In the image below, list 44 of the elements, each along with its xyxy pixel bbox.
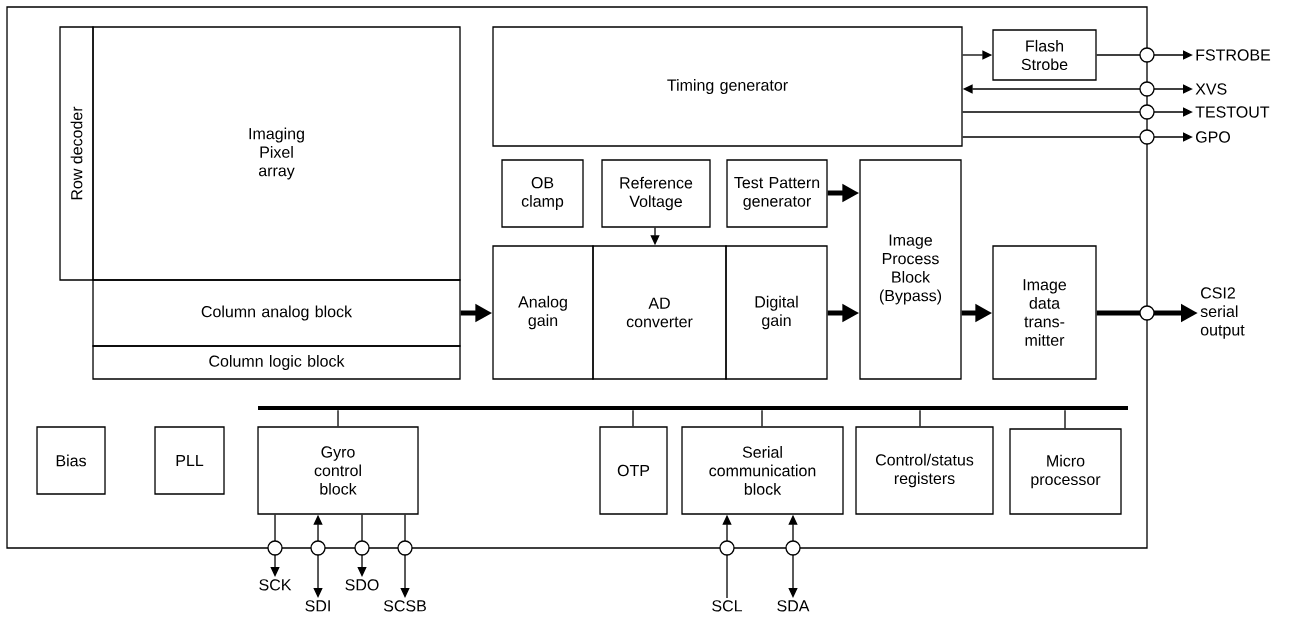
arrow	[357, 514, 367, 577]
function-block: Image data trans-mitter	[992, 245, 1097, 380]
pin-label: GPO	[1196, 131, 1230, 143]
arrow	[1096, 50, 1193, 60]
function-block: Flash Strobe	[992, 29, 1097, 81]
arrow	[962, 132, 1193, 142]
function-block: Reference Voltage	[601, 159, 711, 228]
arrow	[400, 514, 410, 598]
pin-label: TESTOUT	[1195, 106, 1270, 118]
function-block: Row decoder	[59, 26, 94, 281]
pin-label: SCSB	[383, 600, 426, 612]
pin-label: FSTROBE	[1196, 49, 1271, 61]
function-block: AD converter	[592, 245, 727, 380]
pin-label: SDI	[305, 600, 330, 612]
function-block: Digital gain	[725, 245, 828, 380]
arrow	[962, 107, 1193, 117]
pin-label: SDO	[345, 579, 379, 591]
connector-line	[1064, 409, 1066, 429]
function-block: Timing generator	[492, 26, 963, 147]
function-block: OTP	[599, 426, 668, 515]
function-block: Gyro control block	[257, 426, 419, 515]
pin-label: SDA	[777, 600, 810, 612]
function-block: PLL	[154, 426, 225, 495]
connector-line	[761, 409, 763, 427]
pin-label: CSI2 serial output	[1200, 287, 1245, 339]
connector-line	[337, 409, 339, 427]
arrow	[270, 514, 280, 577]
function-block: Micro processor	[1009, 428, 1122, 515]
function-block: OB clamp	[501, 159, 584, 228]
function-block: Bias	[36, 426, 106, 495]
function-block: Image Process Block (Bypass)	[859, 159, 962, 380]
connector-line	[919, 409, 921, 427]
pin-label: SCL	[712, 600, 743, 612]
pin-label: XVS	[1195, 83, 1227, 95]
function-block: Column analog block	[92, 279, 461, 347]
function-block: Column logic block	[92, 345, 461, 380]
function-block: Test Pattern generator	[726, 159, 828, 228]
function-block: Analog gain	[492, 245, 594, 380]
connector-line	[632, 409, 634, 427]
function-block: Imaging Pixel array	[92, 26, 461, 281]
function-block: Serial communication block	[681, 426, 844, 515]
pin-label: SCK	[259, 579, 292, 591]
function-block: Control/status registers	[855, 426, 994, 515]
chip-outline	[6, 6, 1148, 549]
